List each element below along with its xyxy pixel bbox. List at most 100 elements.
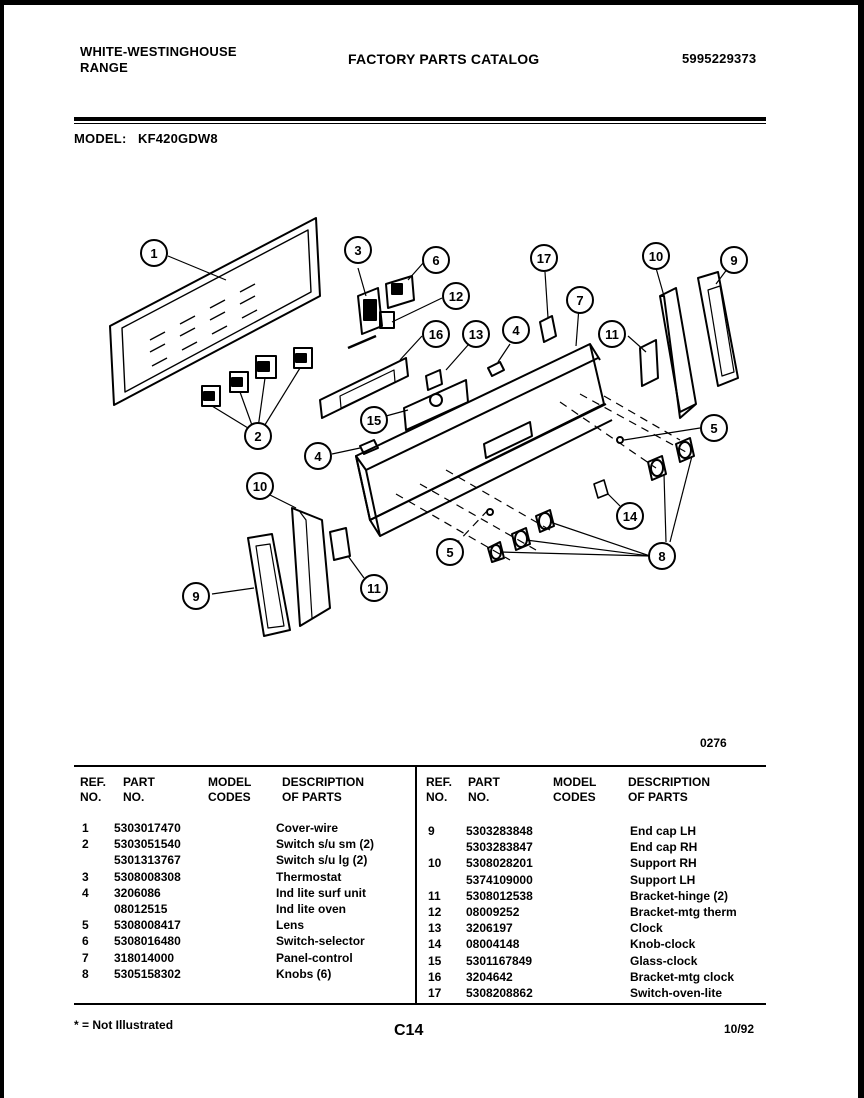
svg-text:2: 2: [254, 429, 261, 444]
svg-text:17: 17: [537, 251, 551, 266]
model-label: MODEL:: [74, 131, 127, 146]
table-row-part: 5308016480: [114, 934, 181, 949]
header-rule: [74, 117, 766, 121]
switches-group: [201, 347, 313, 429]
scan-edge-top: [0, 0, 864, 5]
thermostat-selector: [347, 261, 443, 350]
diagram-code: 0276: [700, 736, 727, 750]
table-row-desc: Bracket-mtg therm: [630, 905, 737, 919]
table-row-part: 5374109000: [466, 872, 533, 887]
table-row-desc: Glass-clock: [630, 953, 698, 968]
table-row-ref: 15: [428, 953, 442, 968]
table-row-part: 5305158302: [114, 966, 181, 981]
table-row-desc: Ind lite oven: [276, 902, 347, 916]
svg-text:8: 8: [658, 549, 665, 564]
oven-lite-switch: [539, 315, 557, 343]
table-row-ref: 10: [428, 856, 442, 871]
table-row-ref: 17: [428, 986, 442, 1000]
catalog-number: 5995229373: [682, 51, 757, 66]
table-row-ref: 16: [428, 969, 442, 984]
callout-10a: 10: [642, 242, 670, 270]
svg-text:12: 12: [449, 289, 463, 304]
table-row-part: 5308028201: [466, 856, 533, 871]
table-row-ref: 3: [82, 869, 89, 884]
callout-7: 7: [566, 286, 594, 314]
table-row-desc: Clock: [630, 921, 663, 936]
callout-1: 1: [140, 239, 168, 267]
left-support: [267, 493, 365, 627]
table-row-desc: Bracket-hinge (2): [630, 888, 729, 903]
table-row-part: 08012515: [114, 902, 168, 916]
callout-9b: 9: [182, 582, 210, 610]
svg-text:3: 3: [354, 243, 361, 258]
footnote-not-illustrated: * = Not Illustrated: [74, 1018, 174, 1032]
callout-4b: 4: [304, 442, 332, 470]
table-bottom-rule: [74, 1003, 766, 1005]
svg-text:13: 13: [469, 327, 483, 342]
table-row-ref: 2: [82, 837, 89, 852]
callout-16: 16: [422, 320, 450, 348]
table-row-desc: Ind lite surf unit: [276, 885, 366, 900]
table-row-ref: 9: [428, 824, 435, 838]
model-value: KF420GDW8: [138, 131, 218, 146]
callout-11b: 11: [360, 574, 388, 602]
svg-text:5: 5: [446, 545, 453, 560]
callout-2: 2: [244, 422, 272, 450]
callout-12: 12: [442, 282, 470, 310]
svg-text:9: 9: [730, 253, 737, 268]
page-number: C14: [394, 1022, 424, 1039]
table-row-part: 5303017470: [114, 821, 181, 835]
callout-9a: 9: [720, 246, 748, 274]
svg-text:5: 5: [710, 421, 717, 436]
table-row-desc: Lens: [276, 918, 305, 933]
table-center-divider: [415, 765, 417, 1005]
table-row-desc: Knobs (6): [276, 966, 332, 981]
table-row-desc: End cap LH: [630, 824, 697, 838]
table-row-desc: End cap RH: [630, 840, 698, 855]
table-row-part: 5308012538: [466, 888, 533, 903]
svg-text:14: 14: [623, 509, 638, 524]
header-ref-left: REF.NO.: [80, 775, 107, 804]
table-row-part: 5308008308: [114, 869, 181, 884]
table-row-part: 5308208862: [466, 986, 533, 1000]
callout-8: 8: [648, 542, 676, 570]
svg-text:10: 10: [253, 479, 267, 494]
svg-text:4: 4: [512, 323, 520, 338]
table-row-desc: Thermostat: [276, 869, 342, 884]
callout-5a: 5: [700, 414, 728, 442]
brand-line1: WHITE-WESTINGHOUSE: [80, 44, 237, 59]
table-row-part: 5301167849: [466, 953, 533, 968]
table-row-desc: Support RH: [630, 856, 697, 871]
callout-6: 6: [422, 246, 450, 274]
table-row-ref: 12: [428, 905, 442, 919]
table-row-part: 5303051540: [114, 837, 181, 852]
callout-15: 15: [360, 406, 388, 434]
table-row-part: 3206086: [114, 885, 161, 900]
ind-lite-upper: [487, 361, 505, 377]
header-ref-right: REF.NO.: [426, 775, 453, 804]
scan-edge-right: [858, 0, 864, 1098]
ind-lite-lower: [359, 439, 379, 455]
table-row-desc: Switch s/u sm (2): [276, 837, 375, 852]
revision-date: 10/92: [724, 1022, 755, 1036]
right-end-cap: [697, 267, 739, 387]
table-row-ref: 13: [428, 921, 442, 936]
table-row-ref: 1: [82, 821, 89, 835]
table-row-part: 5308008417: [114, 918, 181, 933]
cover-wire-panel: [109, 217, 321, 406]
table-row-desc: Cover-wire: [276, 821, 339, 835]
table-row-ref: 7: [82, 950, 89, 965]
svg-text:6: 6: [432, 253, 439, 268]
svg-text:11: 11: [367, 581, 381, 596]
callout-14: 14: [616, 502, 644, 530]
table-row-desc: Bracket-mtg clock: [630, 969, 735, 984]
right-support: [627, 267, 697, 419]
knobs: [487, 437, 695, 563]
callout-13: 13: [462, 320, 490, 348]
table-row-ref: 5: [82, 918, 89, 933]
left-end-cap: [211, 533, 291, 637]
table-row-desc: Switch-selector: [276, 934, 365, 949]
